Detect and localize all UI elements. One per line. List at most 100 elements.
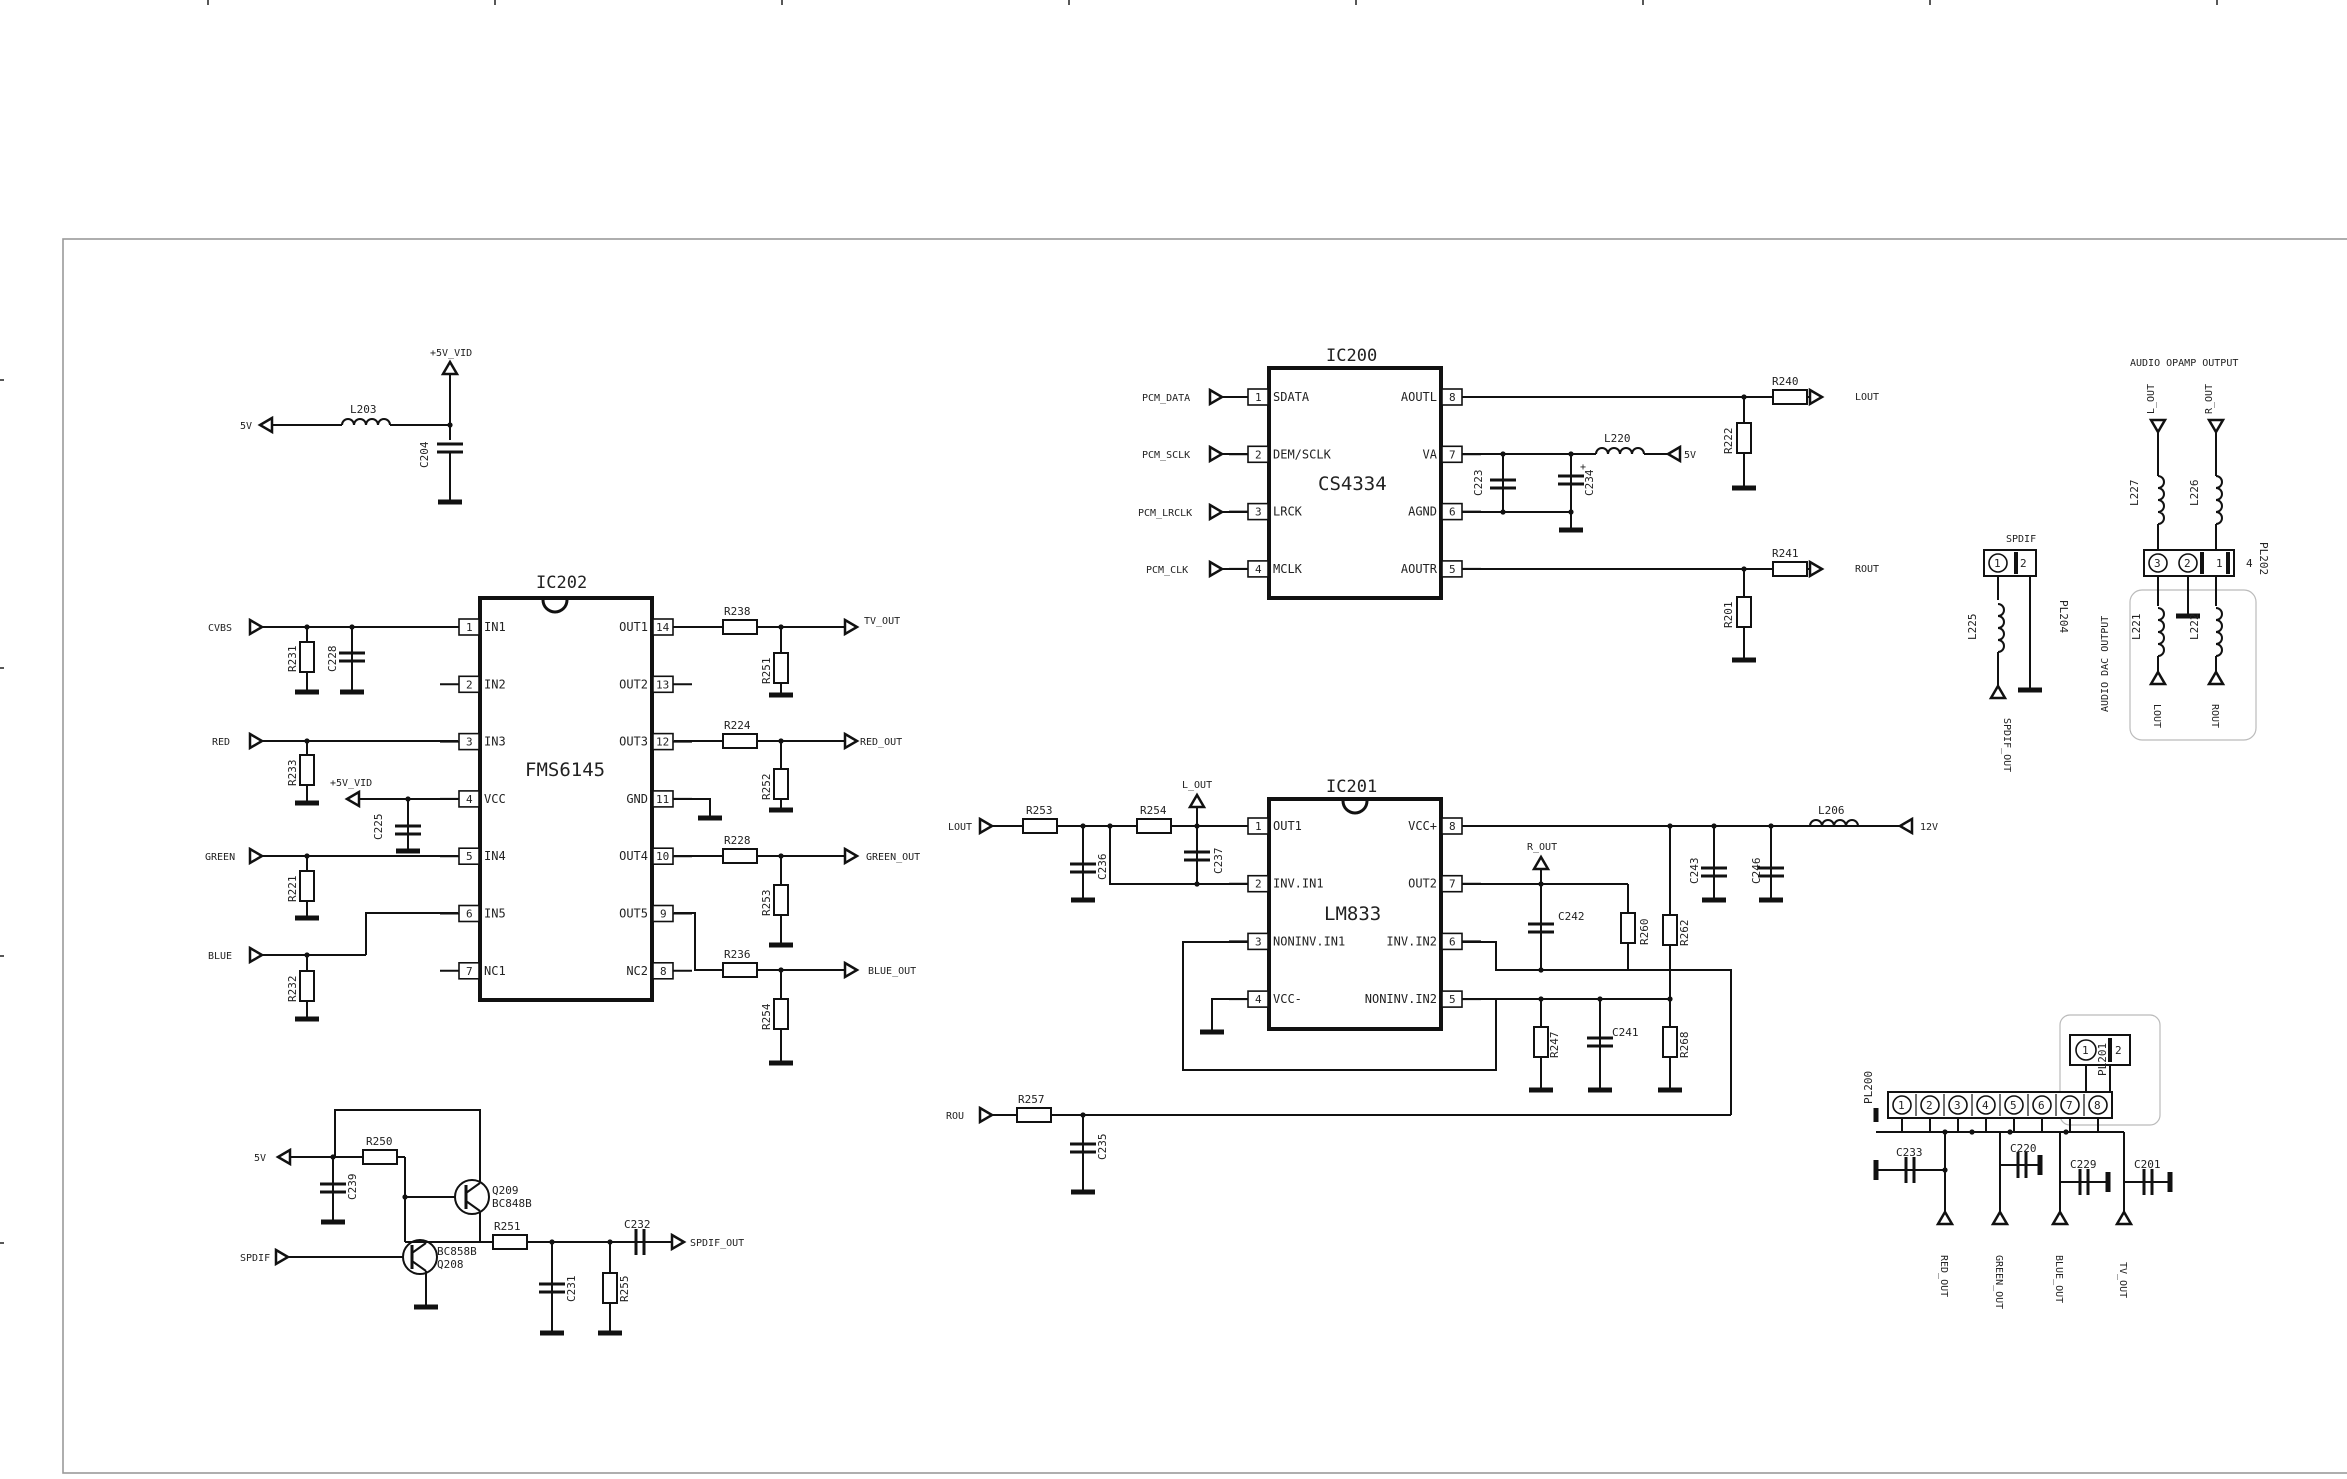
- l203-label: L203: [350, 403, 377, 416]
- ic200-pin-8-number: 8: [1449, 391, 1456, 404]
- pl202-pin-2: 2: [2184, 557, 2191, 570]
- spdif-output-block: 5V R250 C239 Q209 BC848B SPDIF BC858B Q2…: [240, 1109, 744, 1333]
- r228-label: R228: [724, 834, 751, 847]
- ic201-pin-2-name: INV.IN1: [1273, 877, 1324, 891]
- ic201-pin-5-number: 5: [1449, 993, 1456, 1006]
- ic201-pin-5-name: NONINV.IN2: [1365, 992, 1437, 1006]
- audio-connector-pl202: AUDIO OPAMP OUTPUT AUDIO DAC OUTPUT L_OU…: [2100, 358, 2270, 741]
- ic202-pin-box: [458, 961, 480, 980]
- pl202-pin-3: 3: [2154, 557, 2161, 570]
- net-5v-b: 5V: [1684, 450, 1696, 461]
- ic202-pin-7-name: NC1: [484, 964, 506, 978]
- ic200-pin-7-number: 7: [1449, 448, 1456, 461]
- pl200-pin-8: [2088, 1095, 2108, 1115]
- ic201-part: LM833: [1324, 903, 1381, 925]
- r236-label: R236: [724, 948, 751, 961]
- pl200-pin-1: [1892, 1095, 1912, 1115]
- net-blue-out: BLUE_OUT: [868, 966, 916, 977]
- pl201-pin-2: 2: [2115, 1044, 2122, 1057]
- r233-label: R233: [286, 760, 299, 787]
- ic202-pin-13-name: OUT2: [619, 677, 648, 691]
- r262-label: R262: [1678, 920, 1691, 947]
- net-lout-dac: LOUT: [2151, 704, 2162, 728]
- ic201-ref: IC201: [1326, 777, 1377, 797]
- c229-label: C229: [2070, 1158, 2097, 1171]
- r224-label: R224: [724, 719, 751, 732]
- c232-label: C232: [624, 1218, 651, 1231]
- ic202-pin-box: [652, 847, 674, 866]
- svg-text:+: +: [1580, 462, 1586, 473]
- net-red-out: RED_OUT: [860, 737, 902, 748]
- ic202-pin-box: [652, 790, 674, 808]
- pl200-pin-5: [2004, 1095, 2024, 1115]
- net-green-out: GREEN_OUT: [866, 852, 920, 863]
- net-tv-out-connector: TV_OUT: [2117, 1262, 2128, 1298]
- ic200-pin-4-name: MCLK: [1273, 562, 1303, 576]
- pl200-pin-6-number: 6: [2038, 1099, 2045, 1112]
- c242-label: C242: [1558, 910, 1585, 923]
- ic202-pin-4-name: VCC: [484, 792, 506, 806]
- ic201-pin-1-number: 1: [1255, 820, 1262, 833]
- q208-part: BC858B: [437, 1245, 477, 1258]
- pl200-pin-1-number: 1: [1898, 1099, 1905, 1112]
- r254b-label: R254: [760, 1003, 773, 1030]
- q209-part: BC848B: [492, 1197, 532, 1210]
- ic201-pin-8-name: VCC+: [1408, 819, 1437, 833]
- net-blue: BLUE: [208, 951, 232, 962]
- c231-label: C231: [565, 1276, 578, 1303]
- pl200-pin-7-number: 7: [2066, 1099, 2073, 1112]
- net-spdif-out: SPDIF_OUT: [690, 1238, 744, 1249]
- ic202-pin-box: [458, 904, 480, 923]
- ic202-pin-box: [458, 675, 480, 694]
- c201-label: C201: [2134, 1158, 2161, 1171]
- ic200-pin-7-name: VA: [1423, 447, 1438, 461]
- ic202-pin-13-number: 13: [656, 678, 669, 691]
- net-lout: LOUT: [1855, 392, 1879, 403]
- audio-opamp-output-label: AUDIO OPAMP OUTPUT: [2130, 358, 2238, 369]
- ic200-pin-2-number: 2: [1255, 448, 1262, 461]
- ic202-pin-7-number: 7: [466, 965, 473, 978]
- c235-label: C235: [1096, 1134, 1109, 1161]
- ic200-ref: IC200: [1326, 346, 1377, 366]
- ic200-pin-1-name: SDATA: [1273, 390, 1310, 404]
- ic201-pin-7-name: OUT2: [1408, 877, 1437, 891]
- r238-label: R238: [724, 605, 751, 618]
- pl200-pin-3: [1948, 1095, 1968, 1115]
- r241-label: R241: [1772, 547, 1799, 560]
- ic201-pin-3-number: 3: [1255, 935, 1262, 948]
- l206-label: L206: [1818, 804, 1845, 817]
- pl200-pin-2-number: 2: [1926, 1099, 1933, 1112]
- ic202-pin-box: [652, 732, 674, 751]
- video-supply-block: 5V L203 +5V_VID C204: [240, 348, 472, 502]
- ic202-output-network: R238 TV_OUT R251 R224 RED_OUT R252 R228 …: [674, 605, 920, 1063]
- ic200-pin-4-number: 4: [1255, 563, 1262, 576]
- ic200-pin-1-number: 1: [1255, 391, 1262, 404]
- net-5v: 5V: [240, 421, 252, 432]
- ic202-pin-11-number: 11: [656, 793, 669, 806]
- net-pcm-clk: PCM_CLK: [1146, 565, 1188, 576]
- ic202-pin-14-name: OUT1: [619, 620, 648, 634]
- r250-label: R250: [366, 1135, 393, 1148]
- ic202-pin-10-name: OUT4: [619, 849, 648, 863]
- r247-label: R247: [1548, 1032, 1561, 1059]
- net-spdif-connector: SPDIF: [2006, 534, 2036, 545]
- l221-label: L221: [2130, 614, 2143, 641]
- net-l-out: L_OUT: [1182, 780, 1212, 791]
- ic202-pin-11-name: GND: [626, 792, 648, 806]
- ic202-part: FMS6145: [525, 759, 605, 781]
- r221-label: R221: [286, 876, 299, 903]
- net-r-out: R_OUT: [1527, 842, 1557, 853]
- c241-label: C241: [1612, 1026, 1639, 1039]
- ic200-pin-6-number: 6: [1449, 506, 1456, 519]
- net-l-out-connector: L_OUT: [2146, 384, 2157, 414]
- c228-label: C228: [326, 646, 339, 673]
- ic202-pin-box: [652, 618, 674, 636]
- ic200-pin-5-name: AOUTR: [1401, 562, 1438, 576]
- pl200-pin-4: [1976, 1095, 1996, 1115]
- net-pcm-data: PCM_DATA: [1142, 393, 1190, 404]
- net-r-out-connector: R_OUT: [2204, 384, 2215, 414]
- net-rou: ROU: [946, 1111, 964, 1122]
